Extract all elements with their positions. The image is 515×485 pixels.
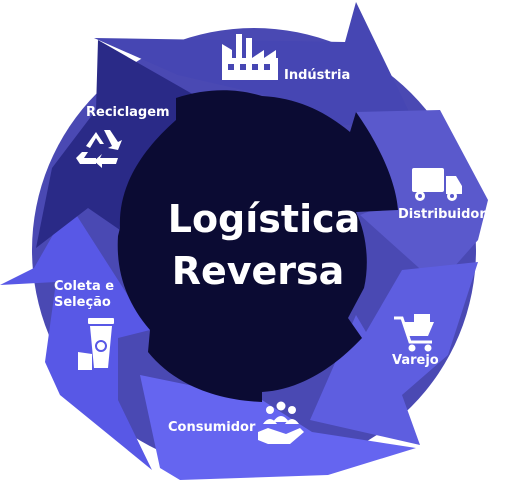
delivery-truck-icon	[412, 168, 462, 201]
label-consumidor: Consumidor	[168, 420, 256, 435]
label-reciclagem: Reciclagem	[86, 105, 170, 120]
label-varejo: Varejo	[392, 353, 439, 368]
arrow-coleta	[0, 205, 152, 470]
recycle-icon	[76, 130, 122, 168]
center-title-line1: Logística	[168, 197, 361, 241]
recycling-bin-icon	[78, 318, 114, 370]
hand-with-people-icon	[258, 401, 304, 444]
center-disc	[117, 90, 398, 402]
label-distribuidor: Distribuidor	[398, 207, 486, 222]
shopping-cart-icon	[394, 314, 434, 352]
factory-icon	[222, 34, 278, 80]
arrow-consumidor	[140, 375, 416, 480]
arrow-varejo	[310, 262, 478, 445]
label-industria: Indústria	[284, 68, 350, 83]
label-coleta-line2: Seleção	[54, 295, 111, 310]
center-title-line2: Reversa	[172, 249, 345, 293]
label-coleta-line1: Coleta e	[54, 279, 114, 294]
